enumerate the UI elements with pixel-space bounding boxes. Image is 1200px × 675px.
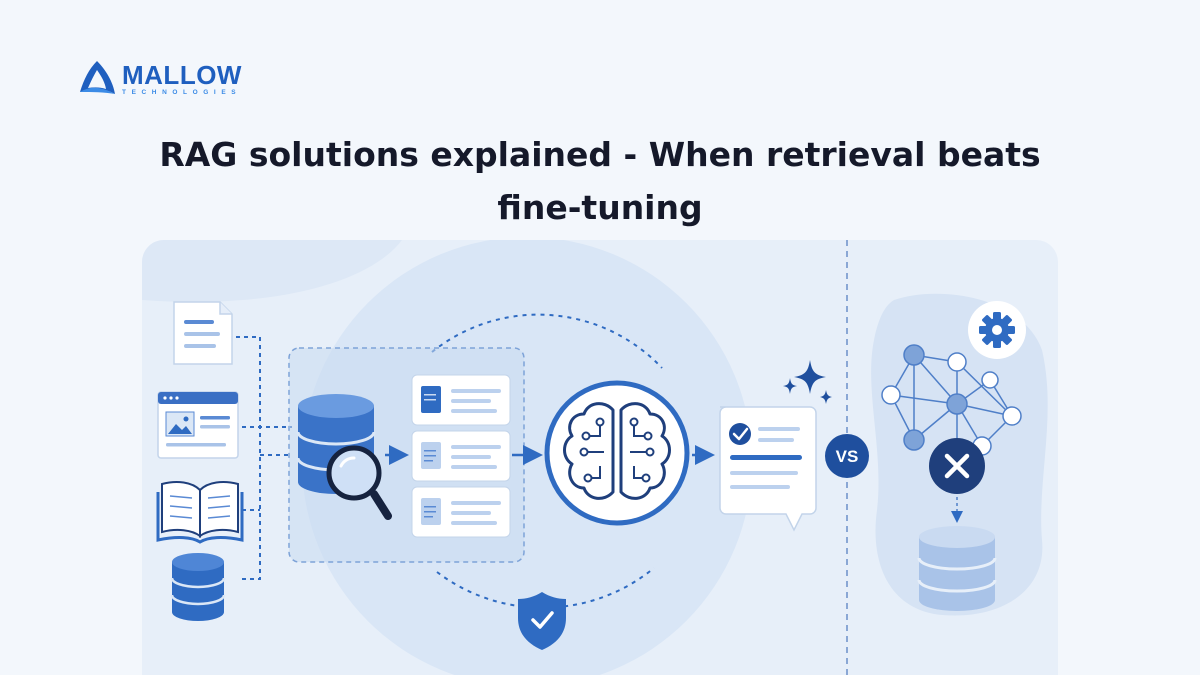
brain-circuit-icon	[544, 380, 690, 526]
database-icon	[917, 526, 997, 611]
page-title: RAG solutions explained - When retrieval…	[0, 128, 1200, 234]
title-line-1: RAG solutions explained - When retrieval…	[159, 135, 1041, 174]
source-connectors	[236, 336, 292, 580]
brand-tagline: TECHNOLOGIES	[122, 88, 242, 96]
rag-diagram: VS	[142, 240, 1058, 675]
rag-diagram-svg: VS	[142, 240, 1048, 675]
brand-name: MALLOW	[122, 59, 242, 90]
gear-icon	[968, 301, 1026, 359]
retrieved-chunk-icon	[411, 374, 511, 426]
brand-logo: MALLOW TECHNOLOGIES	[76, 58, 242, 100]
sparkle-icon	[783, 360, 832, 404]
open-book-icon	[156, 481, 244, 544]
database-icon	[170, 553, 226, 621]
retrieved-chunk-icon	[411, 430, 511, 482]
web-page-icon	[157, 391, 239, 459]
orbit-bottom	[436, 567, 655, 609]
neural-network-icon	[881, 344, 1022, 464]
vs-badge	[825, 434, 869, 478]
mallow-logo-icon	[80, 61, 115, 94]
orbit-top	[431, 313, 663, 369]
vs-label: VS	[836, 447, 859, 466]
shield-check-icon	[518, 592, 566, 650]
title-line-2: fine-tuning	[497, 188, 703, 227]
bg-wave	[142, 240, 402, 302]
verified-response-icon	[719, 406, 817, 532]
document-icon	[173, 301, 233, 365]
x-circle-icon	[929, 438, 985, 494]
database-search-icon	[296, 394, 392, 520]
retrieved-chunk-icon	[411, 486, 511, 538]
